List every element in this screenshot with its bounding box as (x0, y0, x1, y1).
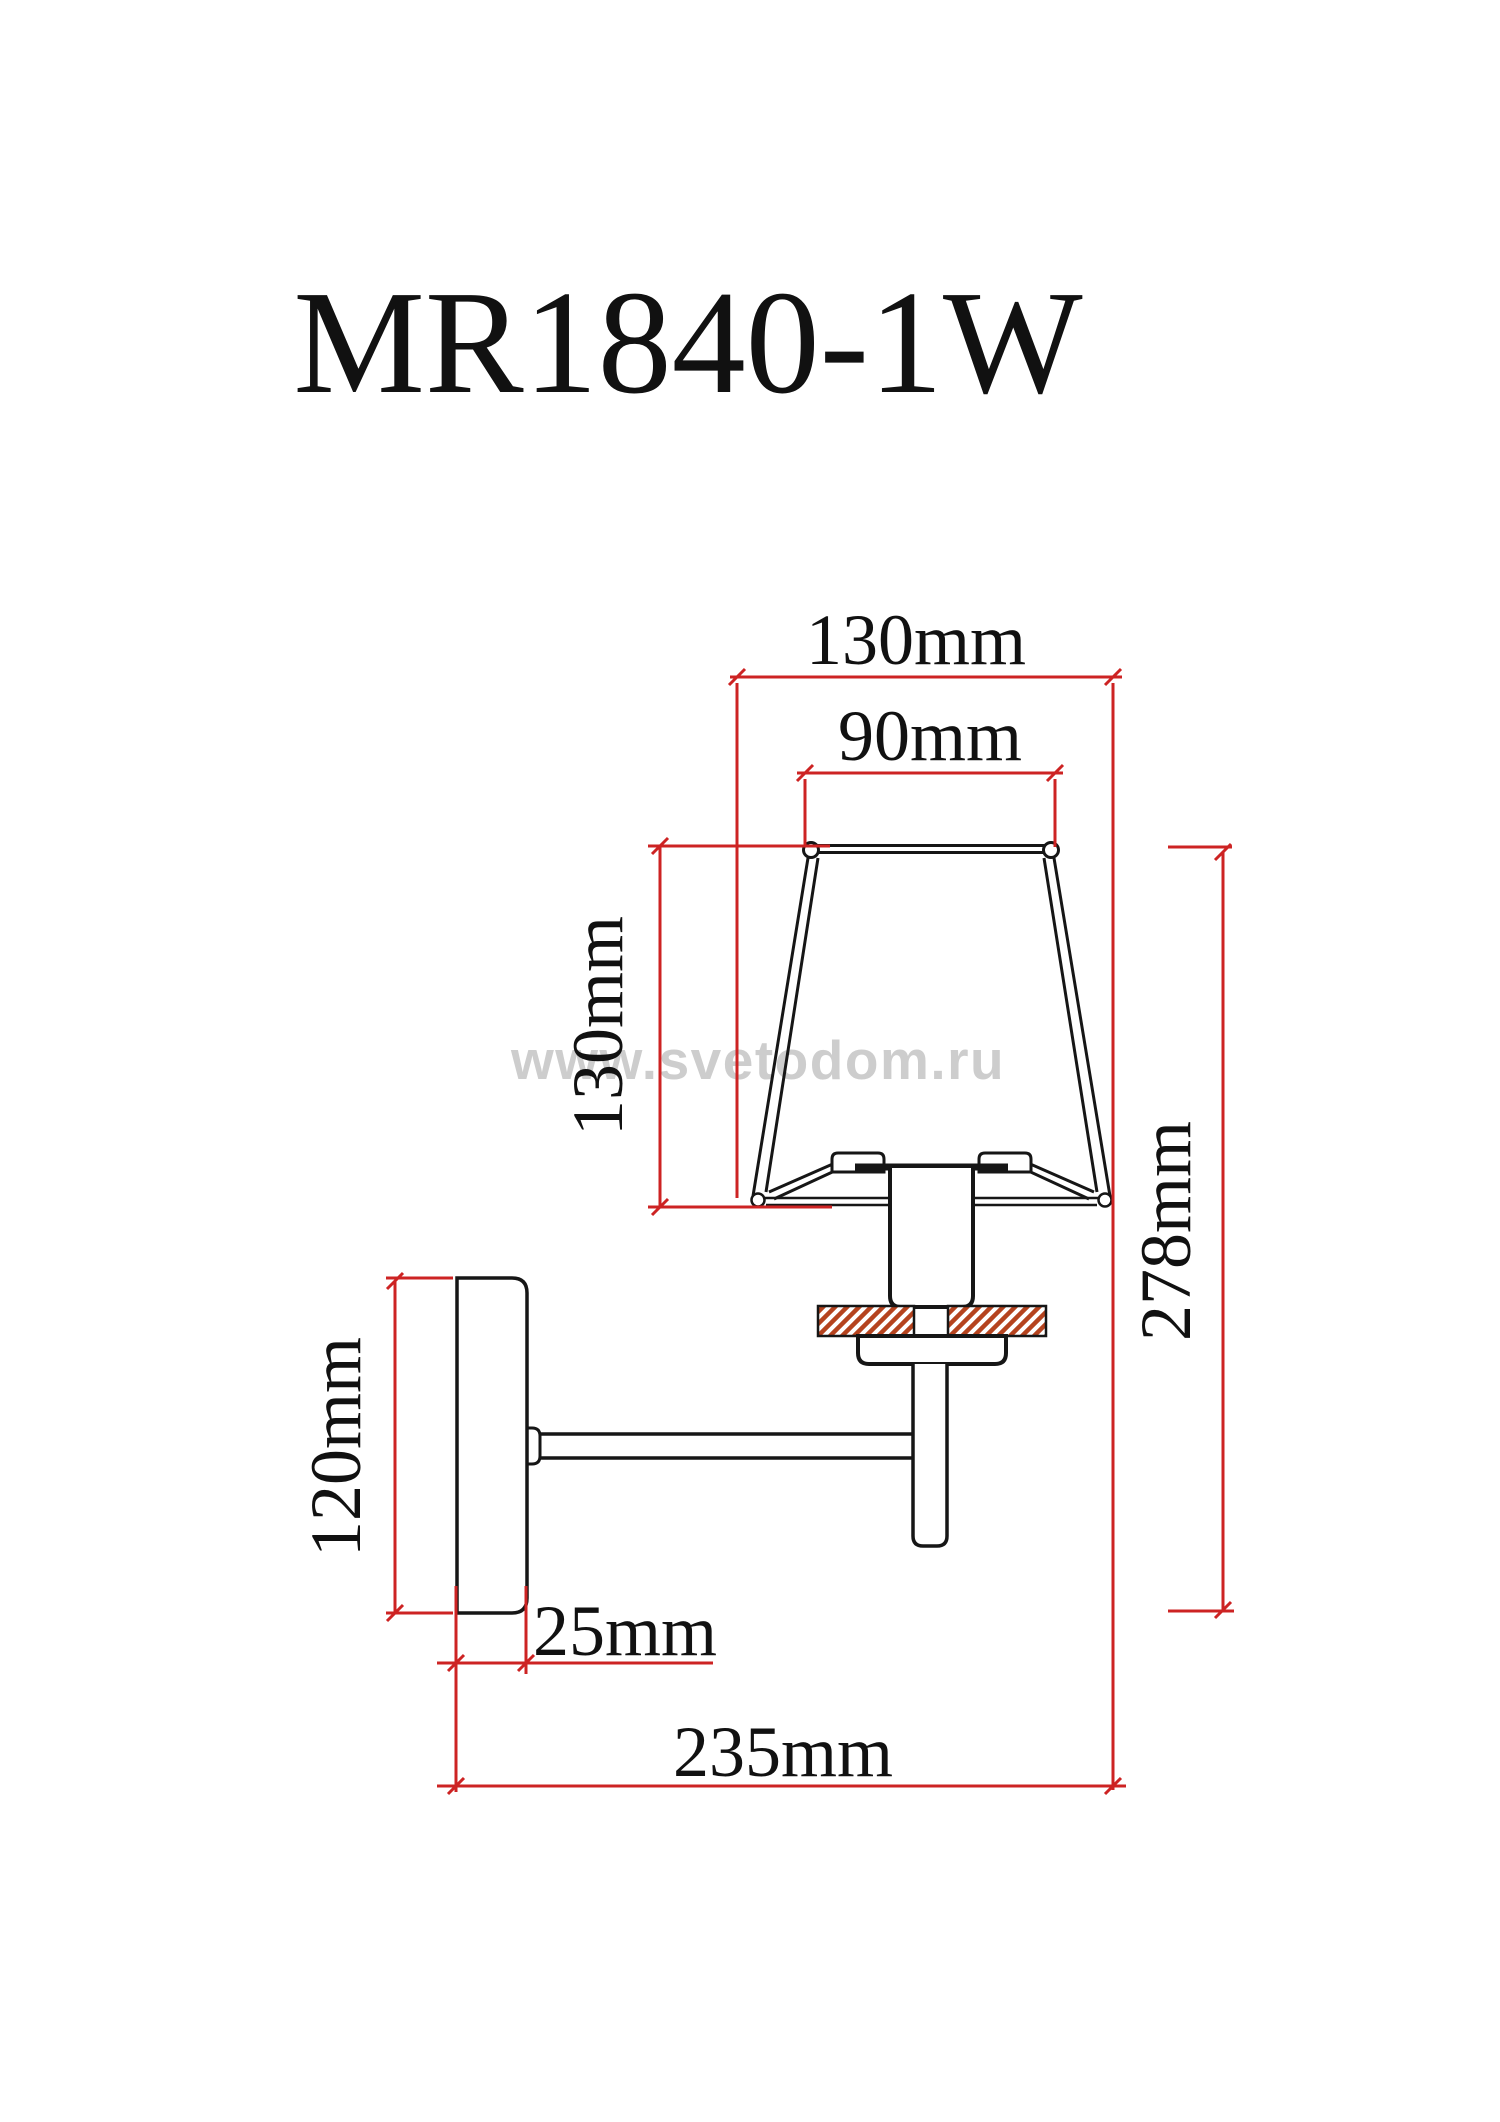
watermark: www.svetodom.ru (510, 1029, 1005, 1091)
wall-backplate (455, 1276, 529, 1615)
shade-frame-joint (750, 1192, 766, 1208)
product-title: MR1840-1W (293, 261, 1083, 425)
dimension-overall-height: 278mm (1126, 842, 1234, 1620)
dimension-backplate-depth: 25mm (437, 1586, 717, 1674)
dimension-shade-top-width: 90mm (795, 696, 1065, 847)
dimension-shade-max-width: 130mm (727, 600, 1123, 1790)
shade-gallery (768, 1151, 1095, 1201)
dimension-overall-depth: 235mm (437, 1674, 1126, 1796)
label-backplate-depth: 25mm (533, 1591, 717, 1671)
label-overall-height: 278mm (1126, 1121, 1206, 1341)
lamp-drawing (455, 841, 1113, 1615)
wood-disc (816, 1304, 1048, 1338)
label-overall-depth: 235mm (673, 1712, 893, 1792)
wall-arm (525, 1426, 913, 1466)
label-shade-height: 130mm (558, 916, 638, 1136)
label-shade-max-width: 130mm (806, 600, 1026, 680)
label-shade-top-width: 90mm (838, 696, 1022, 776)
dimension-shade-height: 130mm (558, 836, 832, 1217)
shade-frame-joint (1097, 1192, 1113, 1208)
bulb-socket (888, 1168, 975, 1309)
label-backplate-height: 120mm (296, 1337, 376, 1557)
lamp-shade (750, 841, 1113, 1208)
stem (911, 1364, 949, 1548)
collar-cup (856, 1334, 1008, 1366)
dimension-backplate-height: 120mm (296, 1271, 453, 1623)
